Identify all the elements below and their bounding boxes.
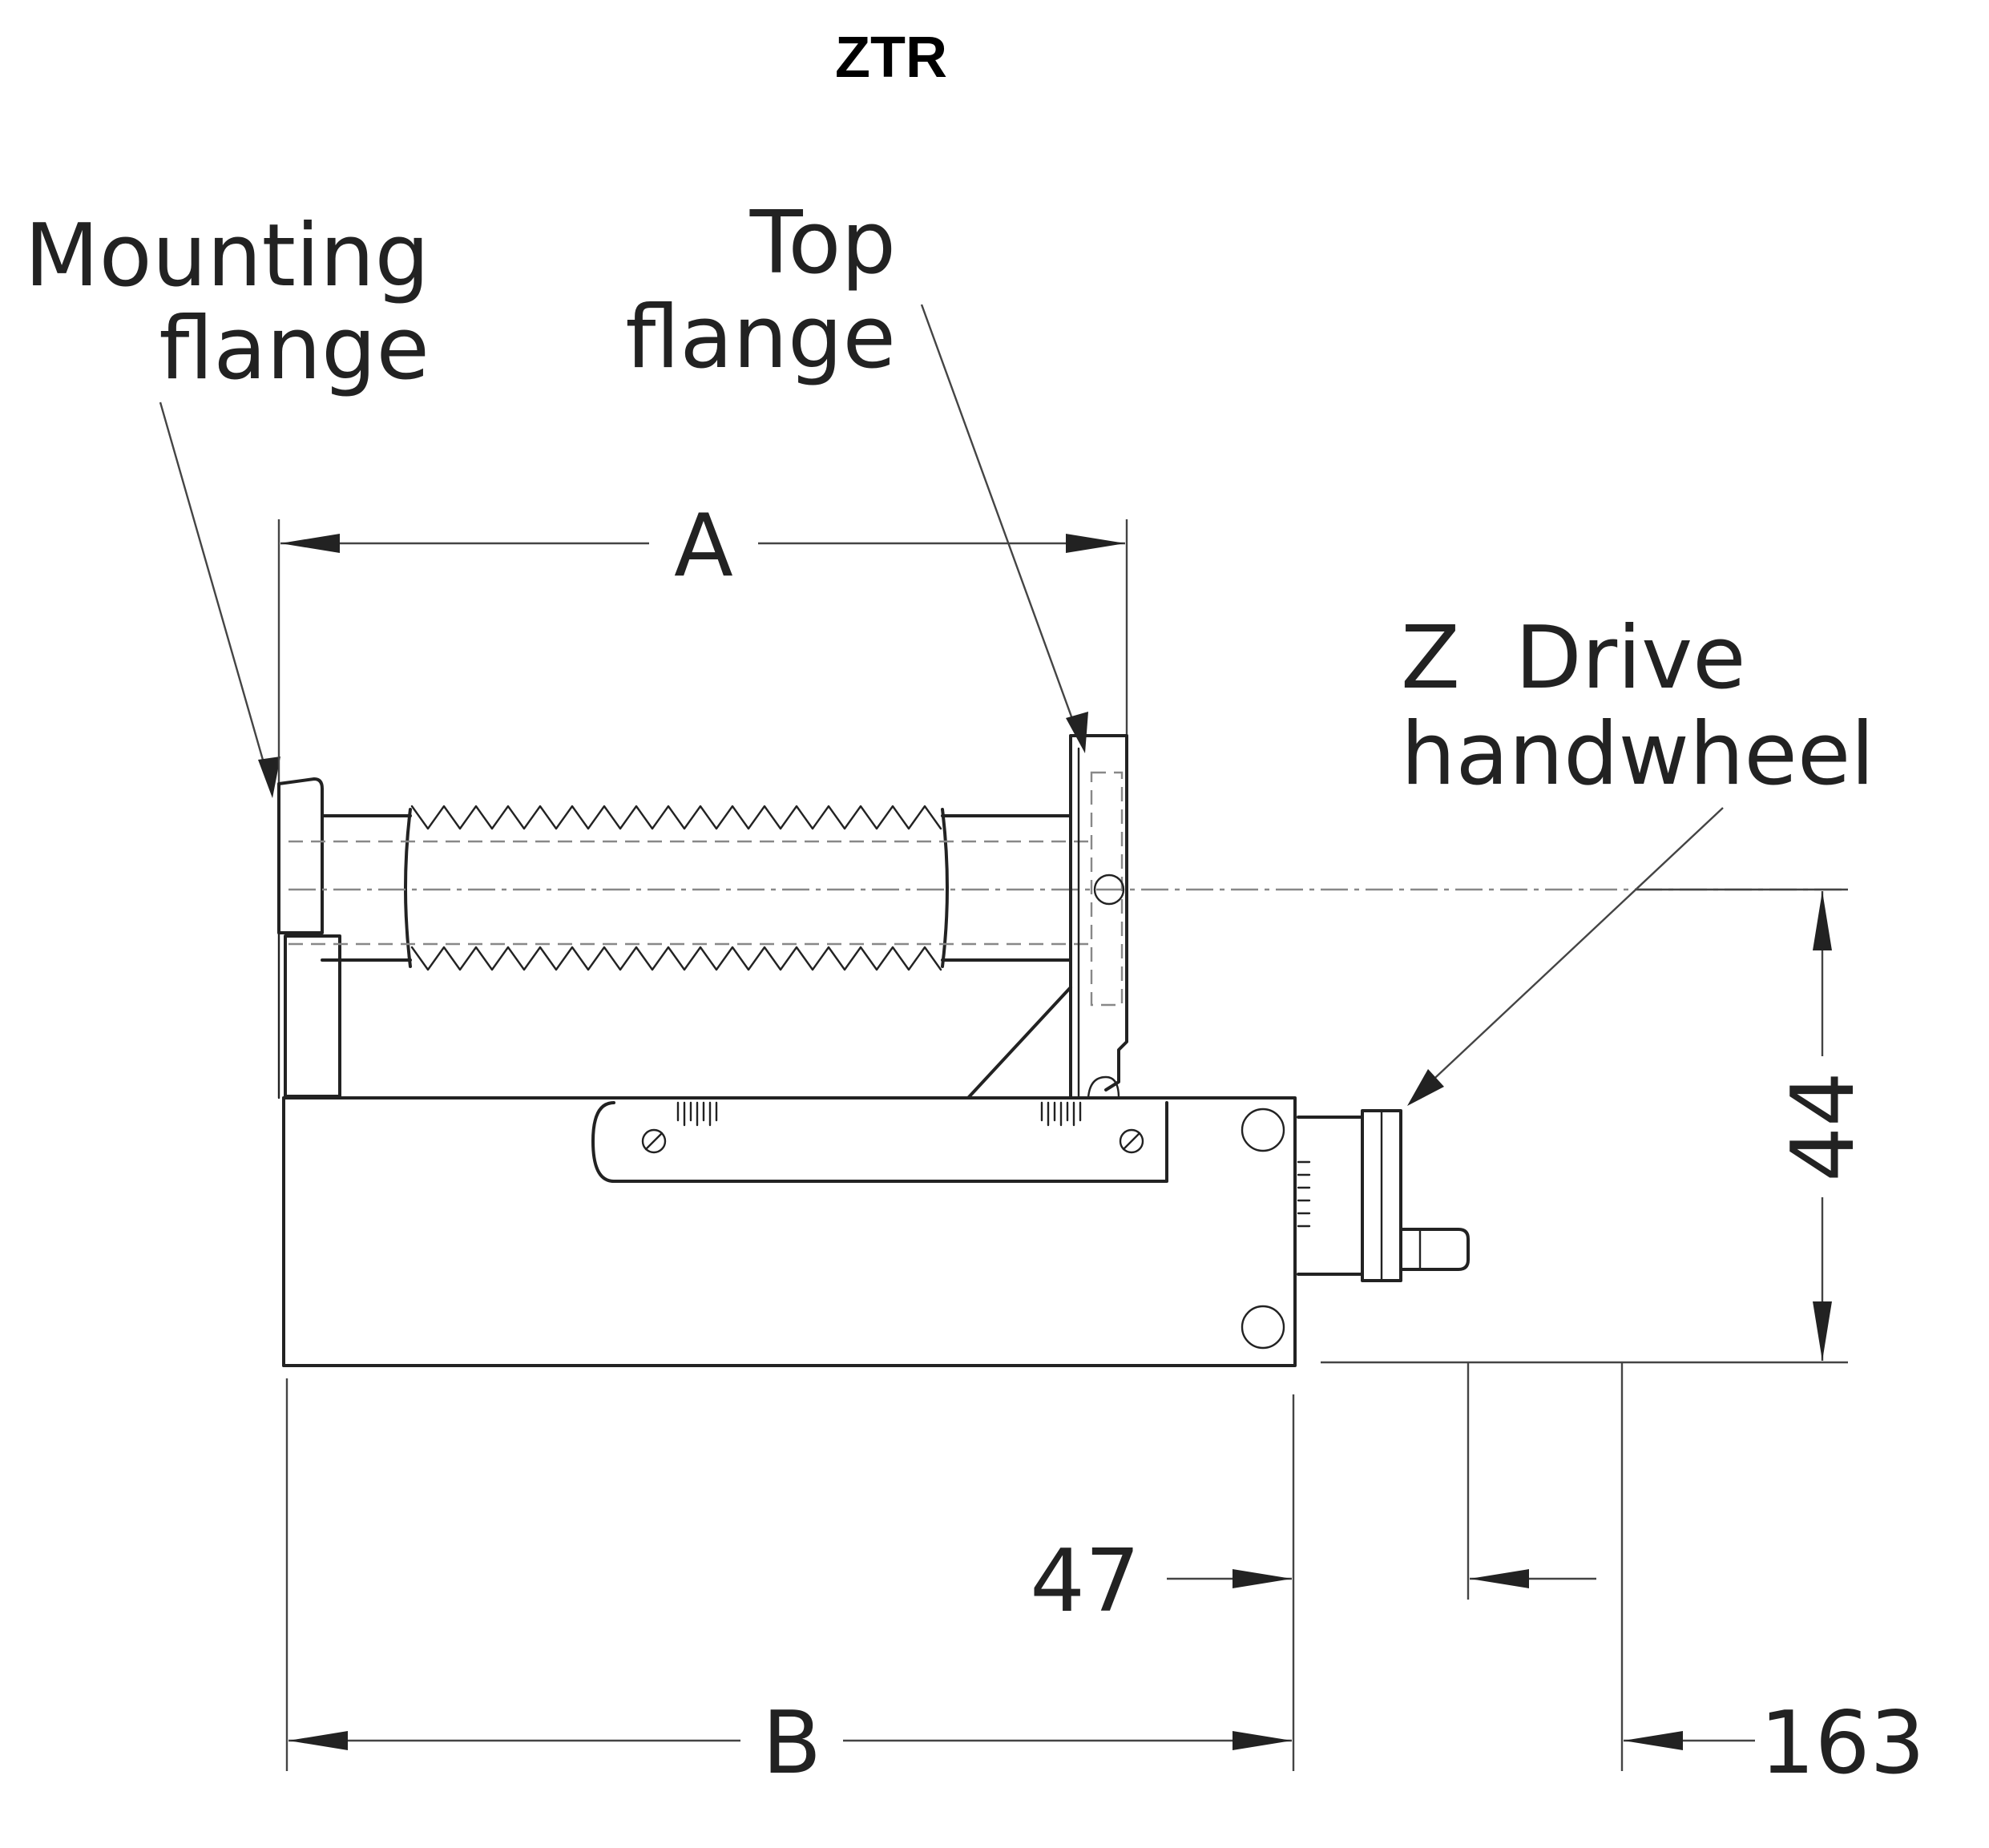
dim-44-arrow-top xyxy=(1813,891,1832,950)
top-flange-plate xyxy=(1069,734,1128,1100)
body-hole-lower xyxy=(1241,1305,1285,1350)
dim-47-label: 47 xyxy=(1030,1531,1140,1632)
top-flange-leader xyxy=(920,304,1083,746)
base-block xyxy=(282,1096,1297,1367)
top-flange-label-line1: Top xyxy=(749,193,896,293)
handwheel-ticks xyxy=(1297,1160,1311,1228)
screw-assembly xyxy=(277,777,1843,1100)
z-drive-handwheel-label: Z Drive handwheel xyxy=(1401,608,1874,805)
mounting-flange-leader-arrow xyxy=(258,757,280,798)
dim-b-label: B xyxy=(762,1693,821,1794)
thread-top xyxy=(410,805,942,830)
handwheel-hub xyxy=(1297,1116,1364,1276)
top-flange-foot xyxy=(1087,1075,1120,1100)
mounting-flange-plate xyxy=(277,777,324,934)
dim-163-label: 163 xyxy=(1760,1693,1925,1794)
dimension-44: 44 xyxy=(1321,888,1874,1364)
scale-bar-screw-right xyxy=(1119,1128,1144,1154)
scale-bar-screw-left xyxy=(641,1128,667,1154)
z-drive-leader xyxy=(1411,807,1724,1100)
scale-bar xyxy=(591,1101,1168,1183)
scale-bar-screw-right-slot xyxy=(1122,1132,1141,1151)
dim-b-arrow-right xyxy=(1233,1731,1292,1750)
top-flange-label-line2: flange xyxy=(625,288,896,388)
thread-bottom xyxy=(410,946,942,971)
mounting-flange-label-line2: flange xyxy=(159,299,430,399)
z-drive-label-line2: handwheel xyxy=(1401,704,1874,805)
thread-cap-left xyxy=(404,808,412,968)
dim-b-arrow-left xyxy=(288,1731,348,1750)
dim-44-arrow-bottom xyxy=(1813,1301,1832,1361)
body-hole-upper xyxy=(1241,1108,1285,1152)
top-flange-label: Top flange xyxy=(625,193,896,388)
mounting-flange-leader xyxy=(159,401,274,794)
top-flange-leader-arrow xyxy=(1066,712,1088,753)
z-drive-leader-arrow xyxy=(1407,1069,1444,1106)
base-body xyxy=(282,1096,1297,1367)
mounting-flange-label: Mounting flange xyxy=(24,206,430,399)
dimension-47: 47 xyxy=(1030,1362,1596,1771)
dim-163-arrow xyxy=(1624,1731,1683,1750)
top-flange-hidden-slot xyxy=(1090,771,1124,1007)
dimension-b: B xyxy=(285,1378,1292,1794)
dim-47-arrow-right xyxy=(1470,1569,1529,1588)
leader-lines xyxy=(159,304,1724,1106)
scale-bar-screw-left-slot xyxy=(644,1132,664,1151)
top-flange-screw-hole xyxy=(1093,874,1125,906)
z-drive-label-line1: Z Drive xyxy=(1401,608,1746,708)
thread-cap-right xyxy=(941,808,949,968)
scale-ticks-left xyxy=(676,1101,718,1127)
dim-47-arrow-left xyxy=(1233,1569,1292,1588)
dim-a-arrow-right xyxy=(1066,534,1125,553)
handwheel-knob xyxy=(1399,1228,1470,1271)
top-flange xyxy=(966,734,1128,1100)
top-flange-gusset xyxy=(966,986,1072,1100)
dim-44-label: 44 xyxy=(1773,1071,1874,1181)
z-drive-handwheel xyxy=(1297,1109,1470,1282)
dimension-163: 163 xyxy=(1620,1362,1925,1794)
drawing-title: ZTR xyxy=(835,26,947,90)
dim-a-arrow-left xyxy=(280,534,340,553)
scale-ticks-right xyxy=(1040,1101,1082,1127)
dimension-a: A xyxy=(277,496,1128,793)
mounting-flange-label-line1: Mounting xyxy=(24,206,430,306)
dim-a-label: A xyxy=(674,496,733,596)
